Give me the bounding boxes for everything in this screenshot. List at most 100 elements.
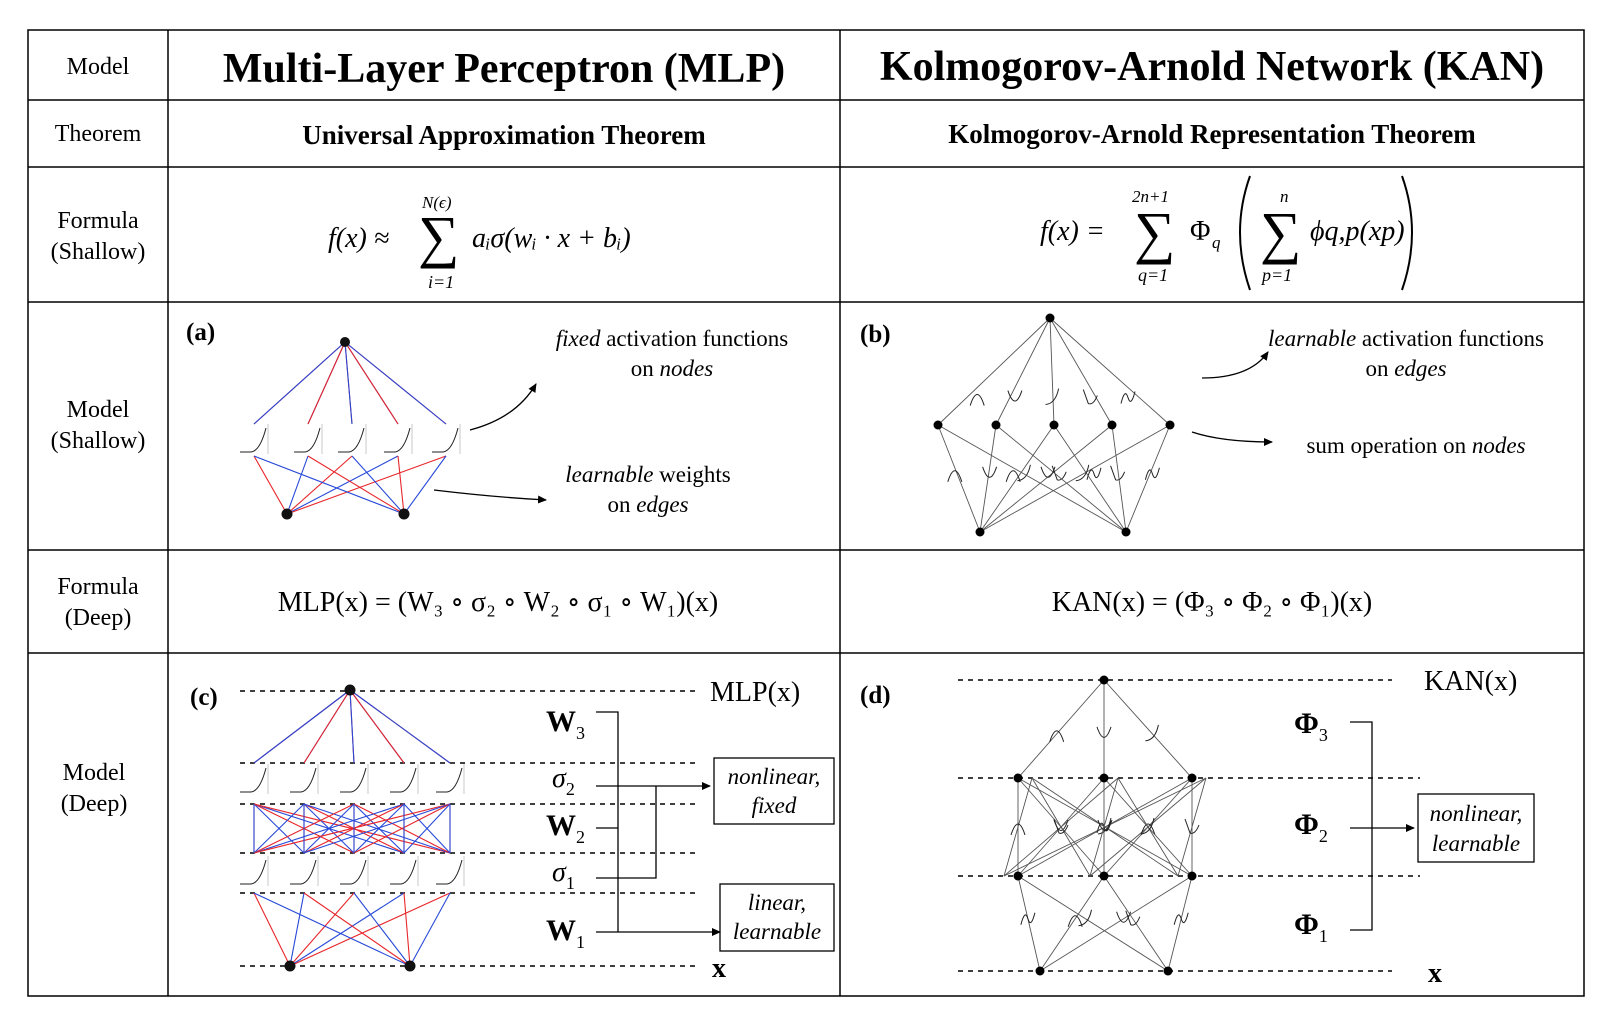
kan-b-inner-edge <box>979 424 1113 533</box>
mlp-learnable-weights-arrow <box>433 489 547 504</box>
mlp-c-sigma2-activation <box>240 767 267 793</box>
mlp-c-w2-edge <box>253 803 405 854</box>
kan-b-input-node <box>1121 527 1131 537</box>
row-label-formula-deep-1: Formula <box>57 574 139 600</box>
row-label-formula-shallow-2: (Shallow) <box>51 239 146 265</box>
kan-b-inner-edge <box>979 424 1171 533</box>
kan-d-phi3-activation <box>1145 724 1159 742</box>
kan-deep-formula: KAN(x) = (Φ₃ ∘ Φ₂ ∘ Φ₁)(x) <box>1052 587 1373 618</box>
box-linear-learnable: linear, learnable <box>719 883 835 952</box>
mlp-c-w2-edge <box>353 803 405 854</box>
panel-c-label: (c) <box>190 684 218 711</box>
kan-d-phi1-activation <box>1116 911 1132 923</box>
kan-b-inner-edge <box>1125 424 1171 533</box>
kan-b-hidden-node <box>1165 420 1175 430</box>
kan-d-phi2-edge-b <box>1117 777 1179 877</box>
mlp-a-fixed-activation <box>338 427 365 453</box>
kan-b-inner-edge <box>995 424 1127 533</box>
mlp-a-input-node <box>398 508 410 520</box>
svg-text:fixed: fixed <box>752 793 797 818</box>
mlp-a-in-weight <box>253 455 405 515</box>
phi2-label: Φ2 <box>1294 808 1328 846</box>
kan-input-label: x <box>1428 958 1442 989</box>
kan-b-inner-activation <box>1075 464 1090 482</box>
mlp-c-w1-edge <box>253 892 291 967</box>
mlp-deep-network <box>240 684 465 972</box>
kan-d-phi3-activation <box>1096 726 1112 738</box>
kan-b-inner-edge <box>1111 424 1127 533</box>
kan-d-input-node <box>1163 966 1173 976</box>
kan-b-outer-activation <box>969 394 985 406</box>
mlp-c-output-node <box>344 684 356 696</box>
mlp-input-label: x <box>712 953 726 984</box>
kan-d-phi1-edge <box>1017 875 1041 972</box>
mlp-a-fixed-activation <box>240 427 267 453</box>
mlp-c-w2-edge <box>403 803 451 854</box>
mlp-a-out-weight-2 <box>344 341 447 425</box>
kan-right-paren <box>1401 175 1413 291</box>
mlp-c-sigma2-activation <box>436 767 463 793</box>
row-label-model: Model <box>67 54 130 80</box>
kan-d-phi1-activation <box>1020 912 1036 925</box>
kan-b-inner-edge <box>979 424 1055 533</box>
box-nonlinear-learnable: nonlinear, learnable <box>1417 793 1535 863</box>
kan-b-input-node <box>975 527 985 537</box>
kan-sum-sign: ∑ <box>1134 200 1175 265</box>
mlp-c-sigma1-activation <box>290 859 317 885</box>
kan-sum-top: 2n+1 <box>1132 187 1169 206</box>
mlp-c-w1-edge <box>303 892 411 967</box>
mlp-c-w2-edge <box>253 803 451 854</box>
mlp-c-sigma2-activation <box>290 767 317 793</box>
row-label-model-deep-1: Model <box>63 760 126 786</box>
w2-label: W2 <box>546 809 585 847</box>
kan-d-phi2-activation <box>1097 817 1112 835</box>
sigma1-label: σ1 <box>552 857 575 893</box>
kan-b-inner-activation <box>947 470 963 482</box>
kan-d-phi1-activation <box>1173 912 1189 925</box>
mlp-annotation-weights-line1: learnable weights <box>565 462 731 487</box>
mlp-c-w1-edge <box>289 892 451 967</box>
mlp-a-fixed-activation <box>432 427 459 453</box>
kan-b-outer-activation <box>1082 389 1098 405</box>
panel-d-label: (d) <box>860 682 891 709</box>
mlp-c-w2-edge <box>353 803 451 854</box>
mlp-a-in-weight <box>286 455 447 515</box>
panel-b-label: (b) <box>860 321 891 348</box>
kan-d-phi2-edge-b <box>1003 777 1033 877</box>
mlp-c-input-node <box>284 960 296 972</box>
kan-annotation-sum: sum operation on nodes <box>1306 433 1525 458</box>
mlp-a-in-weight <box>403 455 447 515</box>
w1-label: W1 <box>546 914 585 952</box>
mlp-c-w1-edge <box>403 892 411 967</box>
mlp-c-w3-edge-2 <box>349 689 451 764</box>
box-nonlinear-fixed: nonlinear, fixed <box>713 757 835 825</box>
svg-text:nonlinear,: nonlinear, <box>1430 801 1523 826</box>
mlp-shallow-formula: f(x) ≈ N(ϵ) ∑ i=1 aᵢσ(wᵢ · x + bᵢ) <box>328 193 631 292</box>
w3-label: W3 <box>546 705 585 743</box>
kan-d-phi1-activation <box>1125 910 1141 926</box>
svg-text:learnable: learnable <box>733 919 821 944</box>
kan-d-layer2-node <box>1013 773 1023 783</box>
kan-b-output-node <box>1045 313 1055 323</box>
kan-outer-phi: Φ <box>1190 216 1210 247</box>
row-label-model-shallow-2: (Shallow) <box>51 428 146 454</box>
mlp-theorem: Universal Approximation Theorem <box>302 120 706 150</box>
mlp-c-sigma1-activation <box>436 859 463 885</box>
mlp-fixed-activation-arrow <box>469 383 537 431</box>
kan-inner-term: ϕq,p(xp) <box>1310 216 1405 247</box>
table-grid <box>27 29 1585 997</box>
mlp-a-in-weight <box>351 455 405 515</box>
mlp-a-in-weight <box>253 455 288 515</box>
mlp-sum-sign: ∑ <box>418 204 459 269</box>
kan-inner-sum-top: n <box>1280 187 1289 206</box>
kan-b-outer-edge <box>995 317 1051 426</box>
mlp-c-w1-edge <box>289 892 305 967</box>
mlp-deep-level-lines <box>240 690 700 967</box>
kan-b-inner-edge <box>937 424 981 533</box>
kan-d-phi3-edge <box>1103 679 1193 779</box>
kan-column-title: Kolmogorov-Arnold Network (KAN) <box>880 44 1544 90</box>
kan-sum-operation-arrow <box>1191 431 1273 446</box>
kan-formula-lhs: f(x) = <box>1040 216 1105 247</box>
kan-annotation-activation-line2: on edges <box>1365 356 1446 381</box>
